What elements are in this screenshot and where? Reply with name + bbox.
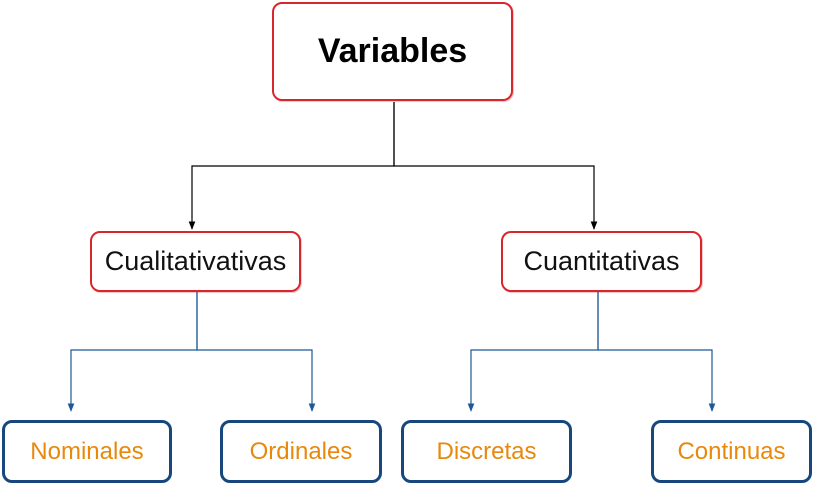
- leaf-node-ordinales: Ordinales: [220, 420, 382, 483]
- root-node: Variables: [272, 2, 513, 101]
- leaf-label-nominales: Nominales: [30, 437, 144, 465]
- connector-cualitativas-to-nominales: [67, 292, 198, 412]
- category-node-cualitativas: Cualitativativas: [90, 231, 301, 292]
- connector-root-to-cuantitativas: [393, 102, 598, 230]
- leaf-node-nominales: Nominales: [2, 420, 172, 483]
- leaf-label-discretas: Discretas: [436, 437, 537, 465]
- leaf-node-discretas: Discretas: [401, 420, 572, 483]
- connector-cuantitativas-to-continuas: [597, 292, 716, 412]
- category-node-cuantitativas: Cuantitativas: [501, 231, 702, 292]
- category-label-cuantitativas: Cuantitativas: [523, 246, 680, 276]
- connector-root-to-cualitativas: [188, 102, 395, 230]
- leaf-label-continuas: Continuas: [677, 437, 786, 465]
- leaf-node-continuas: Continuas: [651, 420, 812, 483]
- leaf-label-ordinales: Ordinales: [249, 437, 353, 465]
- category-label-cualitativas: Cualitativativas: [104, 246, 287, 276]
- root-label: Variables: [317, 32, 468, 70]
- connector-cuantitativas-to-discretas: [467, 292, 599, 412]
- connector-cualitativas-to-ordinales: [196, 292, 316, 412]
